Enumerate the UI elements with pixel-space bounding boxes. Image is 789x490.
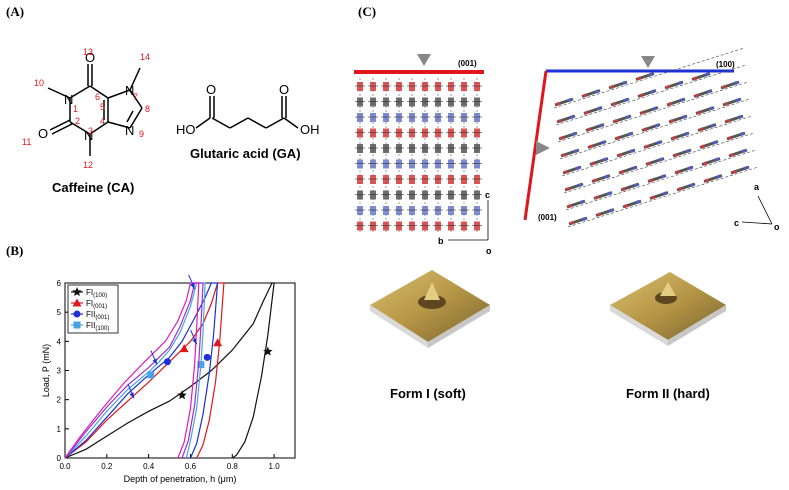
- x-axis-label: Depth of penetration, h (μm): [124, 474, 237, 484]
- series-line: [64, 282, 204, 459]
- y-tick-label: 0: [57, 454, 62, 463]
- series-marker: [179, 344, 189, 353]
- legend-marker: [72, 298, 82, 307]
- form1-indenter-icon: [417, 54, 431, 66]
- crystal-packing-figure: (001) c b o (100) (001) a c o Form I (so…: [354, 47, 780, 401]
- panel-label-a: (A): [6, 4, 25, 19]
- panel-label-b: (B): [6, 243, 24, 258]
- form2-axis-a: a: [754, 182, 760, 192]
- annotation-arrowhead: [192, 338, 197, 345]
- atom-number: 7: [133, 92, 138, 102]
- form1-axis-b: b: [438, 236, 444, 246]
- atom-number: 11: [22, 137, 31, 147]
- panel-label-c: (C): [358, 4, 377, 19]
- series-line: [64, 282, 200, 459]
- x-tick-label: 1.0: [269, 462, 281, 471]
- atom-number: 10: [34, 78, 44, 88]
- form2-indenter-icon-top: [641, 56, 655, 68]
- y-tick-label: 3: [57, 367, 62, 376]
- form2-plane-label-top: (100): [716, 60, 735, 69]
- atom-number: 4: [100, 116, 105, 126]
- form2-plane-line-left: [523, 70, 548, 221]
- x-tick-label: 0.2: [101, 462, 113, 471]
- series-marker: [263, 346, 273, 356]
- form1-molecular-columns: [355, 78, 482, 232]
- series-marker: [197, 361, 205, 369]
- series-5: [64, 282, 200, 459]
- atom-n-9: N: [125, 123, 134, 138]
- form2-plane-label-left: (001): [538, 213, 557, 222]
- molecule-structures: O N O N N N HO O O OH 13 14 10 1 6 7 5 8…: [22, 47, 320, 195]
- annotation-arrowhead: [190, 282, 195, 289]
- atom-number: 3: [88, 126, 93, 136]
- chart-legend: FI(100)FI(001)FII(001)FII(100): [67, 284, 119, 334]
- legend-label: FII(100): [86, 321, 109, 332]
- atom-number: 2: [75, 116, 80, 126]
- series-marker: [213, 338, 223, 347]
- y-tick-label: 4: [57, 337, 62, 346]
- y-tick-label: 2: [57, 396, 62, 405]
- atom-number: 9: [139, 129, 144, 139]
- atom-n-3: N: [84, 128, 93, 143]
- legend-label: FII(001): [86, 310, 109, 321]
- series-4: [64, 282, 204, 459]
- series-line: [64, 282, 219, 459]
- atom-number: 8: [145, 104, 150, 114]
- y-axis-label: Load, P (mN): [41, 344, 51, 397]
- x-tick-label: 0.8: [227, 462, 239, 471]
- series-marker: [147, 371, 155, 379]
- series-1: [64, 282, 225, 459]
- legend-label: FI(100): [86, 288, 107, 299]
- form1-axis-o: o: [486, 246, 492, 256]
- series-0: [64, 282, 275, 459]
- glutaric-acid-name: Glutaric acid (GA): [190, 146, 301, 161]
- series-line: [64, 282, 206, 459]
- y-tick-label: 5: [57, 308, 62, 317]
- x-tick-label: 0.4: [143, 462, 155, 471]
- atom-number: 14: [140, 52, 150, 62]
- form2-axis-c: c: [734, 218, 739, 228]
- series-line: [64, 282, 275, 459]
- form2-afm-image: [610, 272, 726, 346]
- form2-axis-o: o: [774, 222, 780, 232]
- x-tick-label: 0.0: [59, 462, 71, 471]
- form1-afm-image: [370, 270, 490, 348]
- atom-number: 12: [83, 160, 93, 170]
- form1-caption: Form I (soft): [390, 386, 466, 401]
- form2-caption: Form II (hard): [626, 386, 710, 401]
- series-line: [64, 282, 225, 459]
- atom-number: 1: [73, 104, 78, 114]
- legend-marker: [73, 310, 81, 318]
- caffeine-name: Caffeine (CA): [52, 180, 134, 195]
- atom-o-13: O: [85, 50, 95, 65]
- form1-axis-c: c: [485, 190, 490, 200]
- x-tick-label: 0.6: [185, 462, 197, 471]
- form1-plane-label: (001): [458, 59, 477, 68]
- y-tick-label: 6: [57, 279, 62, 288]
- series-marker: [163, 358, 171, 366]
- atom-ho: HO: [176, 122, 196, 137]
- atom-number: 13: [83, 47, 93, 57]
- legend-marker: [72, 287, 82, 296]
- form2-molecular-rows: [553, 47, 759, 228]
- atom-oh: OH: [300, 122, 320, 137]
- atom-o-11: O: [38, 126, 48, 141]
- legend-label: FI(001): [86, 299, 107, 310]
- series-marker: [203, 353, 211, 361]
- series-marker: [177, 390, 187, 400]
- atom-o-ga1: O: [206, 82, 216, 97]
- series-2: [64, 282, 219, 459]
- annotation-arrowhead: [129, 392, 134, 399]
- atom-n-7: N: [125, 83, 134, 98]
- series-3: [64, 282, 206, 459]
- legend-marker: [73, 321, 81, 329]
- y-tick-label: 1: [57, 425, 62, 434]
- atom-number: 5: [100, 102, 105, 112]
- atom-number: 6: [95, 92, 100, 102]
- atom-n-1: N: [64, 92, 73, 107]
- atom-o-ga2: O: [279, 82, 289, 97]
- form2-indenter-icon-left: [536, 141, 550, 155]
- annotation-arrowhead: [152, 358, 157, 365]
